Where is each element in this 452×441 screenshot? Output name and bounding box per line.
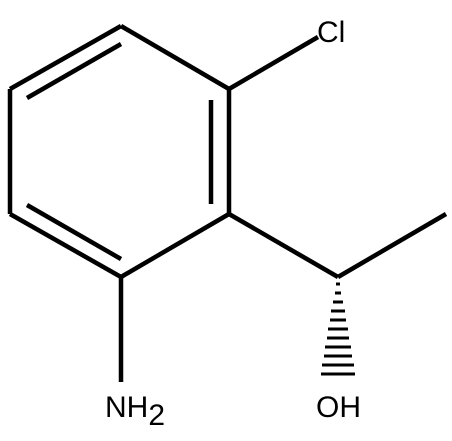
ring-bond-top-right (119, 24, 231, 91)
chlorine-label: Cl (317, 16, 345, 49)
amine-nh-text: NH (105, 391, 148, 424)
ring-bond-bottom-left (8, 212, 123, 279)
ring-bond-top-left (8, 24, 123, 91)
ring-inner-bottom-left (25, 203, 123, 261)
bond-chiral-methyl (336, 212, 448, 279)
amine-label: NH2 (105, 391, 165, 432)
amine-subscript: 2 (148, 399, 165, 432)
hashed-wedge-bond (321, 282, 355, 376)
hydroxyl-label: OH (316, 391, 361, 424)
ring-inner-top (25, 42, 123, 100)
bond-ring-chiral (227, 212, 340, 279)
ring-bond-bottom-right (119, 212, 231, 279)
bond-c-cl (227, 35, 320, 91)
